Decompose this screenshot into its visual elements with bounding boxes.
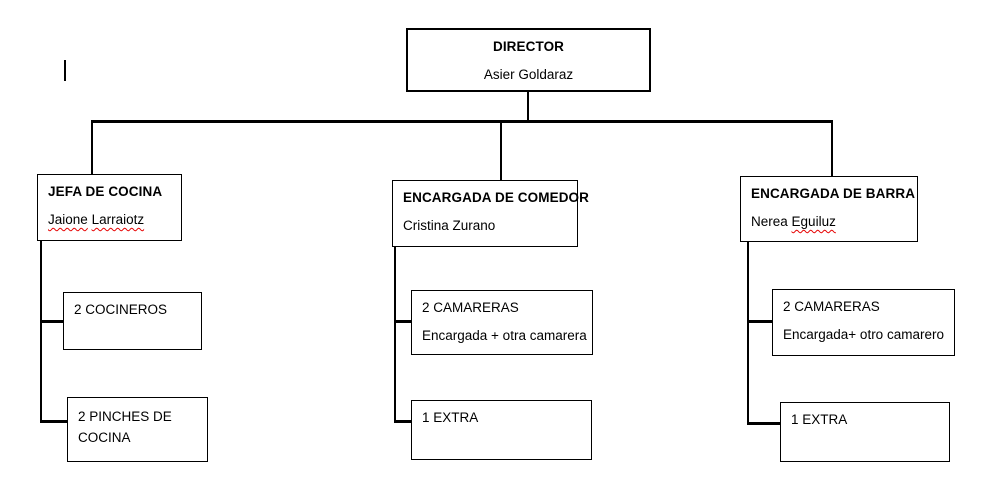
org-box-extra-comedor: 1 EXTRA xyxy=(411,400,592,460)
org-box-camareras-comedor: 2 CAMARERAS Encargada + otra camarera xyxy=(411,290,593,355)
branch-title: JEFA DE COCINA xyxy=(48,184,163,199)
child-label: 2 PINCHES DE COCINA xyxy=(78,409,172,445)
connector-left-stub-2 xyxy=(40,420,68,423)
connector-right-stub-1 xyxy=(747,320,773,323)
name-first: Nerea xyxy=(751,214,788,230)
child-label: 1 EXTRA xyxy=(422,410,479,425)
child-label: 2 CAMARERAS xyxy=(422,300,519,315)
connector-middle-vertical xyxy=(394,247,396,422)
child-label: 2 CAMARERAS xyxy=(783,299,880,314)
connector-main-horizontal xyxy=(91,120,833,123)
connector-right-stub-2 xyxy=(747,422,781,425)
child-subtext: Encargada+ otro camarero xyxy=(783,327,944,343)
org-box-cocineros: 2 COCINEROS xyxy=(63,292,202,350)
connector-right-vertical xyxy=(747,242,749,424)
connector-drop-middle xyxy=(500,122,502,180)
branch-name: Jaione Larraiotz xyxy=(48,212,171,228)
misspelled-word: Larraiotz xyxy=(91,212,145,228)
org-box-camareras-barra: 2 CAMARERAS Encargada+ otro camarero xyxy=(772,289,955,356)
director-name: Asier Goldaraz xyxy=(483,67,574,83)
director-title: DIRECTOR xyxy=(492,39,565,54)
connector-drop-right xyxy=(831,122,833,176)
org-box-pinches-de-cocina: 2 PINCHES DE COCINA xyxy=(67,397,208,462)
text-cursor-artifact xyxy=(64,60,66,81)
connector-middle-stub-1 xyxy=(394,320,412,323)
connector-drop-left xyxy=(91,122,93,174)
org-box-encargada-de-barra: ENCARGADA DE BARRA Nerea Eguiluz xyxy=(740,176,918,242)
org-box-jefa-de-cocina: JEFA DE COCINA Jaione Larraiotz xyxy=(37,174,182,241)
branch-name: Cristina Zurano xyxy=(403,218,496,234)
misspelled-word: Eguiluz xyxy=(791,214,836,230)
branch-title: ENCARGADA DE COMEDOR xyxy=(403,190,590,205)
branch-title: ENCARGADA DE BARRA xyxy=(751,186,916,201)
org-box-extra-barra: 1 EXTRA xyxy=(780,402,950,462)
child-subtext: Encargada + otra camarera xyxy=(422,328,587,344)
org-box-encargada-de-comedor: ENCARGADA DE COMEDOR Cristina Zurano xyxy=(392,180,590,247)
child-label: 1 EXTRA xyxy=(791,412,848,427)
connector-left-vertical xyxy=(40,241,42,422)
connector-left-stub-1 xyxy=(40,320,64,323)
connector-middle-stub-2 xyxy=(394,420,414,423)
connector-director-stem xyxy=(527,92,529,121)
misspelled-word: Jaione xyxy=(48,212,88,228)
child-label: 2 COCINEROS xyxy=(74,302,168,317)
branch-name: Nerea Eguiluz xyxy=(751,214,907,230)
org-box-director: DIRECTOR Asier Goldaraz xyxy=(406,28,651,92)
